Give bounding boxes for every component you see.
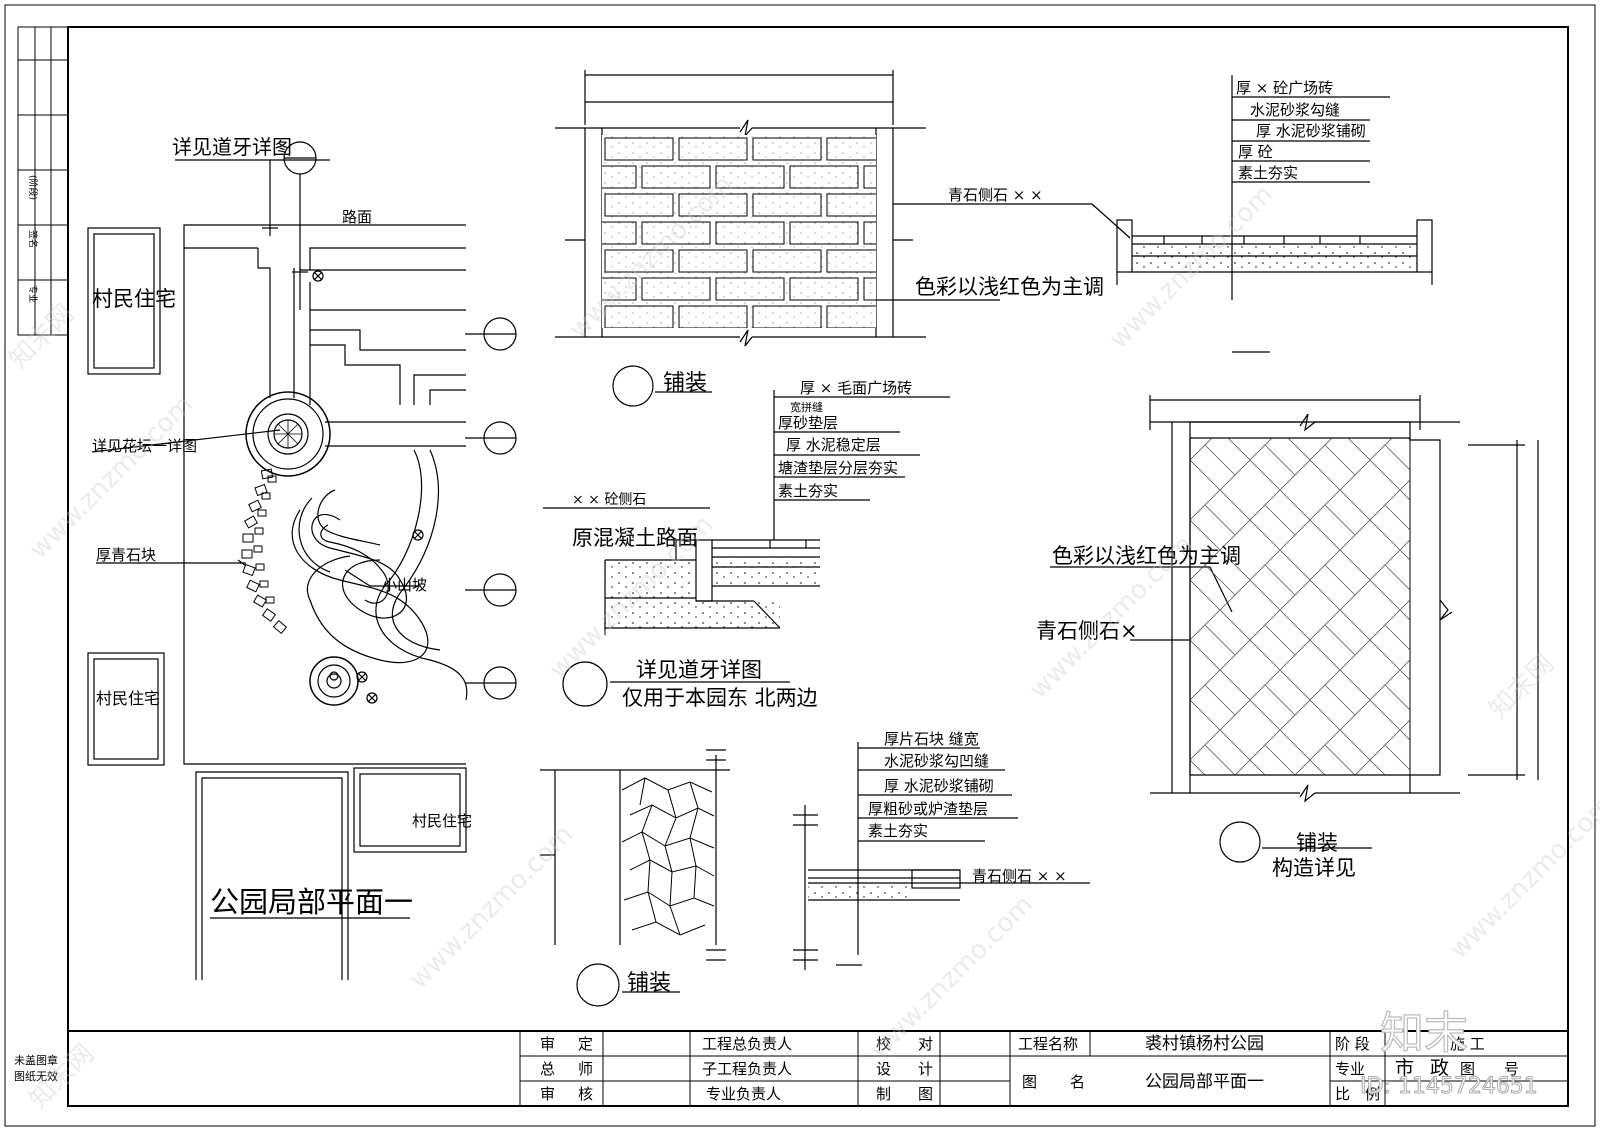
svg-text:素土夯实: 素土夯实 — [868, 822, 928, 840]
svg-text:对: 对 — [918, 1035, 933, 1053]
plan-title: 公园局部平面一 — [210, 885, 413, 919]
svg-text:厚 砼: 厚 砼 — [1238, 143, 1273, 161]
road-label: 路面 — [342, 208, 372, 226]
title-block-row3: 审 核 专业负责人 制 图 比 例 — [540, 1085, 1380, 1103]
svg-text:专业: 专业 — [1335, 1060, 1365, 1078]
svg-text:素土夯实: 素土夯实 — [778, 482, 838, 500]
watermark-logo: 知末 — [1380, 1008, 1468, 1059]
svg-text:www.znzmo.com: www.znzmo.com — [24, 390, 199, 565]
svg-text:厚 水泥砂浆铺砌: 厚 水泥砂浆铺砌 — [884, 777, 994, 795]
svg-text:核: 核 — [578, 1085, 593, 1103]
svg-text:设: 设 — [876, 1060, 891, 1078]
svg-text:施 工: 施 工 — [1450, 1035, 1485, 1053]
svg-text:专业负责人: 专业负责人 — [706, 1085, 781, 1103]
strip-label-sign: 签名 — [27, 230, 39, 248]
kerb-curb-label: × × 砼侧石 — [572, 492, 646, 508]
section-2-edge: 青石侧石 × × — [972, 867, 1067, 885]
paving-1-label: 铺装 — [663, 371, 707, 396]
kerb-road-label: 原混凝土路面 — [572, 526, 698, 550]
svg-text:厚 × 毛面广场砖: 厚 × 毛面广场砖 — [800, 379, 912, 397]
svg-text:厚 × 砼广场砖: 厚 × 砼广场砖 — [1236, 79, 1333, 97]
strip-label-major: 专业 — [27, 285, 39, 303]
title-block — [68, 1030, 1568, 1106]
svg-text:审: 审 — [540, 1085, 555, 1103]
svg-text:厚砂垫层: 厚砂垫层 — [778, 414, 838, 432]
svg-text:宽拼缝: 宽拼缝 — [790, 400, 823, 414]
svg-text:图: 图 — [918, 1085, 933, 1103]
svg-text:知末网: 知末网 — [1484, 649, 1560, 725]
svg-text:校: 校 — [876, 1035, 891, 1053]
svg-text:厚粗砂或炉渣垫层: 厚粗砂或炉渣垫层 — [868, 800, 988, 818]
svg-text:工程总负责人: 工程总负责人 — [702, 1035, 792, 1053]
svg-text:图: 图 — [1022, 1073, 1037, 1091]
section-2-layers: 厚片石块 缝宽 水泥砂浆勾凹缝 厚 水泥砂浆铺砌 厚粗砂或炉渣垫层 素土夯实 — [868, 730, 994, 840]
svg-text:图: 图 — [1460, 1060, 1475, 1078]
svg-text:公园局部平面一: 公园局部平面一 — [1145, 1072, 1264, 1092]
svg-text:厚 水泥稳定层: 厚 水泥稳定层 — [786, 436, 881, 454]
svg-text:素土夯实: 素土夯实 — [1238, 164, 1298, 182]
flowerbed-callout: 详见花坛一详图 — [92, 437, 197, 455]
strip-label-stage: (阶段) — [27, 175, 39, 200]
svg-text:政: 政 — [1430, 1057, 1449, 1079]
svg-text:市: 市 — [1395, 1057, 1414, 1079]
hill-label: 小山坡 — [382, 576, 427, 594]
section-2 — [793, 742, 1090, 970]
title-block-row1: 审 定 工程总负责人 校 对 工程名称 裘村镇杨村公园 阶 段 施 工 — [540, 1034, 1485, 1054]
svg-text:定: 定 — [578, 1035, 593, 1053]
note-invalid: 图纸无效 — [14, 1069, 58, 1083]
svg-text:裘村镇杨村公园: 裘村镇杨村公园 — [1145, 1034, 1264, 1054]
svg-text:号: 号 — [1504, 1060, 1519, 1078]
kerb-title-1: 详见道牙详图 — [636, 658, 762, 682]
paving-2-title-1: 铺装 — [1296, 831, 1338, 855]
svg-text:比: 比 — [1335, 1085, 1350, 1103]
outer-border — [4, 4, 1596, 1127]
svg-text:师: 师 — [578, 1060, 593, 1078]
svg-text:审: 审 — [540, 1035, 555, 1053]
title-block-row2: 总 师 子工程负责人 设 计 图 名 公园局部平面一 专业 市 政 图 号 — [540, 1057, 1519, 1092]
svg-text:计: 计 — [918, 1060, 933, 1078]
svg-text:厚 水泥砂浆铺砌: 厚 水泥砂浆铺砌 — [1256, 122, 1366, 140]
residence-label-1: 村民住宅 — [92, 287, 176, 311]
svg-text:厚片石块 缝宽: 厚片石块 缝宽 — [884, 730, 979, 748]
kerb-title-2: 仅用于本园东 北两边 — [622, 686, 818, 710]
paving-1-color-note: 色彩以浅红色为主调 — [915, 275, 1104, 299]
park-plan — [87, 141, 517, 980]
svg-text:www.znzmo.com: www.znzmo.com — [864, 890, 1039, 1065]
svg-text:水泥砂浆勾缝: 水泥砂浆勾缝 — [1250, 101, 1340, 119]
residence-label-2: 村民住宅 — [96, 689, 160, 708]
watermark-id: ID: 1145724651 — [1360, 1074, 1538, 1099]
svg-text:子工程负责人: 子工程负责人 — [702, 1060, 792, 1078]
paving-3-label: 铺装 — [627, 971, 671, 996]
svg-text:塘渣垫层分层夯实: 塘渣垫层分层夯实 — [778, 459, 898, 477]
paving-detail-1 — [555, 70, 1131, 407]
paving-detail-3 — [540, 749, 730, 1007]
svg-text:名: 名 — [1070, 1073, 1085, 1091]
left-strip — [17, 26, 69, 336]
inner-frame — [67, 26, 1569, 1107]
paving-1-edge-note: 青石侧石 × × — [948, 186, 1043, 204]
bluestone-callout: 厚青石块 — [96, 546, 156, 564]
svg-text:www.znzmo.com: www.znzmo.com — [1444, 790, 1600, 965]
paving-2-edge-note: 青石侧石× — [1036, 619, 1138, 643]
paving-2-title-2: 构造详见 — [1272, 856, 1356, 880]
residence-label-3: 村民住宅 — [412, 812, 472, 830]
svg-text:例: 例 — [1365, 1085, 1380, 1103]
section-1-layers: 厚 × 砼广场砖 水泥砂浆勾缝 厚 水泥砂浆铺砌 厚 砼 素土夯实 — [1236, 79, 1366, 182]
svg-text:水泥砂浆勾凹缝: 水泥砂浆勾凹缝 — [884, 752, 989, 770]
svg-text:制: 制 — [876, 1085, 891, 1103]
svg-text:总: 总 — [540, 1060, 555, 1078]
note-unstamped: 未盖图章 — [14, 1053, 58, 1067]
kerb-detail-callout: 详见道牙详图 — [172, 135, 292, 159]
kerb-layers: 厚 × 毛面广场砖 宽拼缝 厚砂垫层 厚 水泥稳定层 塘渣垫层分层夯实 素土夯实 — [778, 379, 912, 500]
paving-2-color-note: 色彩以浅红色为主调 — [1052, 544, 1241, 568]
svg-text:阶 段: 阶 段 — [1335, 1035, 1370, 1053]
svg-text:工程名称: 工程名称 — [1018, 1035, 1078, 1053]
